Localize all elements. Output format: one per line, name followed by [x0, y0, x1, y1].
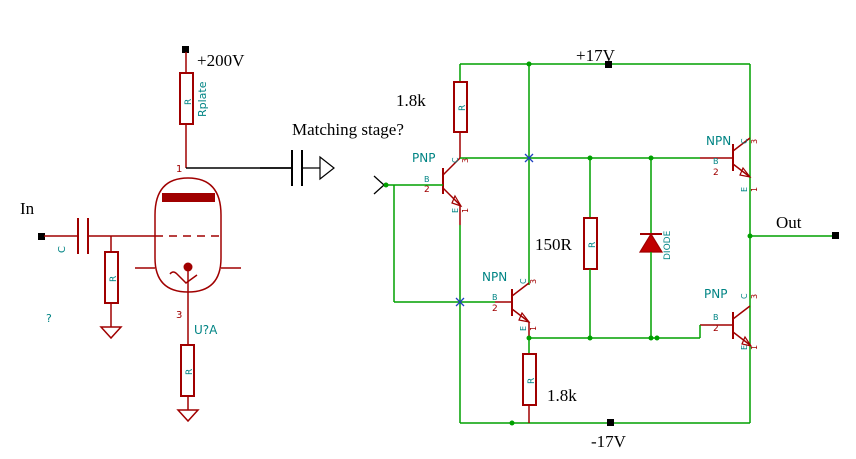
- q-npn-in-e: E: [519, 326, 528, 331]
- grid-ground: [99, 326, 123, 340]
- buffer-stage: +17V -17V R 1.8k PNP C 3 B 2 E 1: [373, 46, 839, 451]
- q-pnp-in-c: C: [451, 157, 460, 163]
- tube-cathode-pin: 3: [176, 310, 182, 321]
- q-npn-out-b: B: [713, 157, 719, 166]
- diode-symbol: [638, 232, 664, 253]
- tube-heater: [169, 271, 198, 284]
- cathode-ground: [176, 409, 200, 423]
- output-terminal: [832, 232, 839, 239]
- tube-envelope: [154, 177, 222, 293]
- q-npn-in-b: B: [492, 293, 498, 302]
- q-pnp-in-e-num: 1: [461, 208, 470, 213]
- tube-plate-pin: 1: [176, 164, 182, 175]
- q-npn-in-arrow: [518, 311, 531, 323]
- q-npn-out-c-num: 3: [750, 139, 759, 144]
- top-resistor-value: 1.8k: [396, 91, 426, 110]
- q-npn-in-b-num: 2: [492, 304, 498, 314]
- coupling-arrow: [302, 155, 335, 181]
- tube-cathode: [183, 262, 193, 272]
- q-pnp-in-c-num: 3: [461, 158, 470, 163]
- supply-pos-terminal: [605, 61, 612, 68]
- supply-neg-terminal: [607, 419, 614, 426]
- bottom-resistor-value: 1.8k: [547, 386, 577, 405]
- q-pnp-out-b: B: [713, 313, 719, 322]
- matching-coupling: Matching stage?: [260, 120, 404, 186]
- q-npn-out-e-num: 1: [750, 187, 759, 192]
- note-mark: ?: [46, 312, 52, 325]
- rplate-ref: R: [184, 99, 194, 105]
- diode-ref: DIODE: [663, 230, 673, 260]
- mid-resistor-ref: R: [588, 242, 598, 248]
- top-resistor-ref: R: [458, 105, 468, 111]
- q-pnp-out-type: PNP: [704, 287, 727, 301]
- q-pnp-in-e: E: [451, 208, 460, 213]
- q-pnp-in-b-num: 2: [424, 185, 430, 195]
- cross-mark-left: [455, 297, 465, 307]
- q-npn-out-type: NPN: [706, 134, 731, 148]
- q-npn-in-type: NPN: [482, 270, 507, 284]
- rplate-resistor: [179, 72, 194, 125]
- cross-mark-top: [524, 153, 534, 163]
- rplate-value: Rplate: [196, 81, 209, 117]
- q-npn-out-e: E: [740, 187, 749, 192]
- q-pnp-out-e: E: [740, 345, 749, 350]
- q-npn-out-c: C: [740, 138, 749, 144]
- mid-resistor-value: 150R: [535, 235, 573, 254]
- cathode-resistor-ref: R: [185, 369, 195, 375]
- q-npn-in-e-num: 1: [529, 326, 538, 331]
- tube-plate: [162, 193, 215, 202]
- supply-neg-label: -17V: [591, 432, 627, 451]
- supply-200v-terminal: [182, 46, 189, 53]
- q-pnp-out-b-num: 2: [713, 324, 719, 334]
- input-label: In: [20, 199, 35, 218]
- q-npn-out-b-num: 2: [713, 168, 719, 178]
- q-pnp-out-arrow: [741, 335, 753, 347]
- buffer-input-arrow: [373, 175, 385, 195]
- output-label: Out: [776, 213, 802, 232]
- q-pnp-out-c-num: 3: [750, 294, 759, 299]
- q-pnp-out-c: C: [740, 293, 749, 299]
- q-npn-out-arrow: [739, 166, 752, 178]
- tube-stage: +200V R Rplate 1 3 U?A In C: [20, 46, 292, 423]
- tube-ref: U?A: [194, 323, 218, 337]
- q-pnp-in-type: PNP: [412, 151, 435, 165]
- q-pnp-in-b: B: [424, 175, 430, 184]
- q-npn-in-c-num: 3: [529, 279, 538, 284]
- q-pnp-in-arrow: [451, 194, 463, 208]
- input-terminal: [38, 233, 45, 240]
- grid-resistor-ref: R: [109, 276, 119, 282]
- supply-200v-label: +200V: [197, 51, 245, 70]
- q-pnp-out-e-num: 1: [750, 345, 759, 350]
- supply-pos-label: +17V: [576, 46, 616, 65]
- bottom-resistor-ref: R: [527, 378, 537, 384]
- q-npn-in-c: C: [519, 278, 528, 284]
- cap-in-ref: C: [57, 246, 68, 253]
- matching-label: Matching stage?: [292, 120, 404, 139]
